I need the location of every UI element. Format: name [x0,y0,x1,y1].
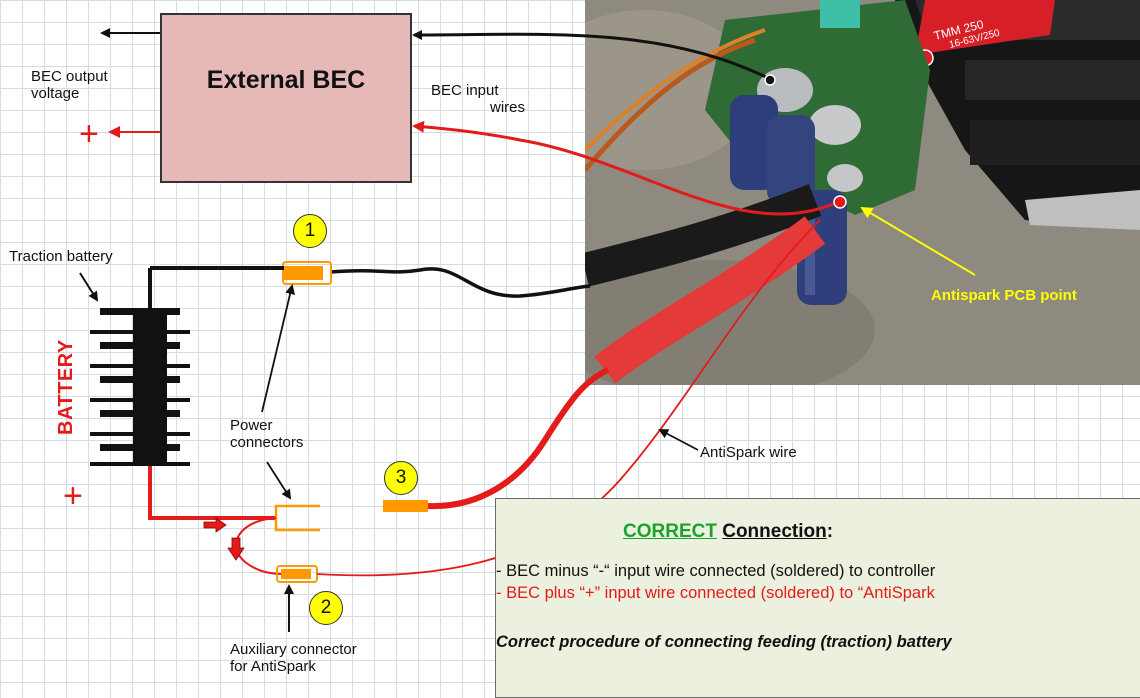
traction-battery-label: Traction battery [9,248,113,265]
controller-photo-drawing: TMM 250 16-63V/250 [585,0,1140,385]
battery-plus-wire [148,466,276,520]
antispark-pcb-dot [833,195,847,209]
power-connectors-label: Power connectors [230,417,304,451]
power-connector-3 [383,500,428,512]
battery-plus-sign: + [63,477,83,515]
antispark-pcb-point-label: Antispark PCB point [931,287,1077,304]
auxiliary-connector-label: Auxiliary connector for AntiSpark [230,641,357,675]
correct-connection-title: CORRECT Connection: [623,521,834,542]
antispark-wire-label: AntiSpark wire [700,444,797,461]
antispark-wire [316,219,821,577]
procedure-heading: Correct procedure of connecting feeding … [496,633,952,651]
marker-3: 3 [384,461,418,495]
power-connector-lower [274,504,320,532]
bec-output-voltage-label: BEC output voltage [31,68,108,102]
bec-plus-instruction: - BEC plus “+” input wire connected (sol… [496,584,935,602]
correct-connection-box: CORRECT Connection: - BEC minus “-“ inpu… [495,498,1140,698]
controller-photo: TMM 250 16-63V/250 [585,0,1140,385]
bec-input-wires-label: BEC input wires [431,82,525,116]
traction-red-wire [427,367,610,510]
external-bec-box: External BEC [160,13,412,183]
correct-word: CORRECT [623,521,717,542]
bec-output-plus-sign: + [79,115,99,153]
connection-word: Connection [722,521,827,542]
marker-2: 2 [309,591,343,625]
bec-input-black-wire [412,29,769,80]
battery-cells [90,308,190,466]
antispark-pcb-pointer [860,206,976,276]
bec-input-red-wire [412,120,839,216]
external-bec-title: External BEC [206,65,366,94]
traction-black-wire [329,267,591,298]
battery-vertical-label: BATTERY [55,339,77,435]
bec-minus-instruction: - BEC minus “-“ input wire connected (so… [496,562,936,580]
marker-1: 1 [293,214,327,248]
wiring-schematic [79,28,976,632]
